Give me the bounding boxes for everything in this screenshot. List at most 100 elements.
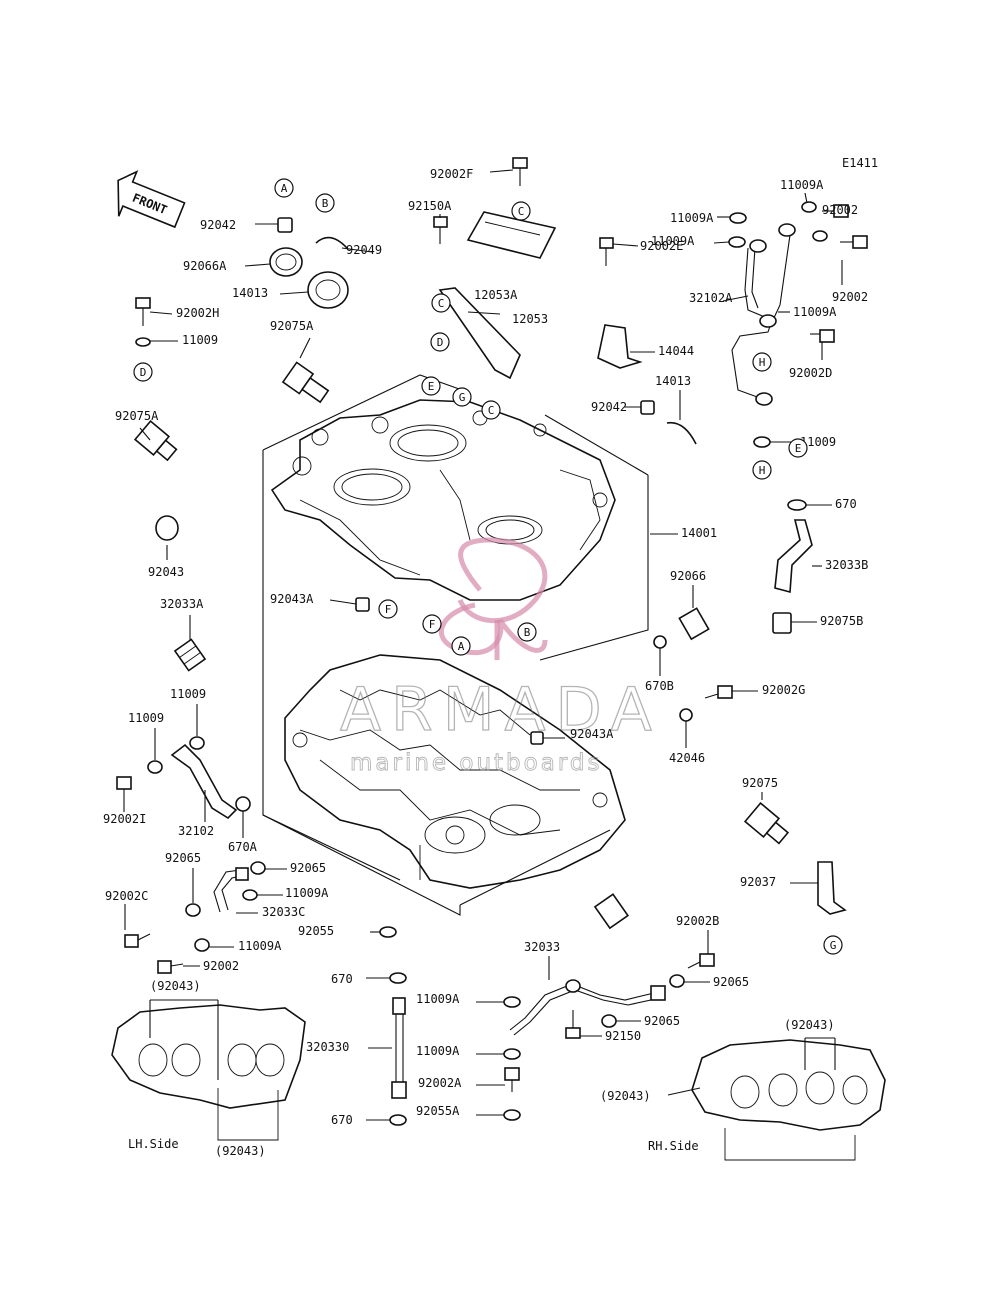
rh-side-view: [667, 1037, 886, 1161]
part-callout: 92075B: [820, 614, 863, 628]
reference-letter: B: [524, 626, 531, 639]
part-callout: 670A: [228, 840, 258, 854]
leader-lines: [123, 169, 843, 1121]
leader-line: [489, 169, 514, 173]
frame-lines: [262, 374, 649, 916]
part-callout: 92042: [200, 218, 236, 232]
part-callout: 32033C: [262, 905, 305, 919]
reference-letter: A: [281, 182, 288, 195]
reference-circle: [315, 193, 335, 213]
reference-letter: C: [518, 205, 525, 218]
part-callout: 92043A: [270, 592, 314, 606]
reference-marker: H: [752, 460, 772, 480]
part-callout: 32102A: [689, 291, 733, 305]
lower-crankcase: [284, 654, 626, 889]
part-callout: 92002: [822, 203, 858, 217]
reference-letter: H: [759, 464, 766, 477]
part-callout: 92002: [832, 290, 868, 304]
reference-circle: [430, 332, 450, 352]
part-callout: 92043: [148, 565, 184, 579]
reference-letter: G: [459, 391, 466, 404]
part-callout: 32033B: [825, 558, 868, 572]
part-callout: 92066A: [183, 259, 227, 273]
leader-line: [341, 247, 373, 253]
part-callout: 670: [835, 497, 857, 511]
part-callout: 92037: [740, 875, 776, 889]
part-callout: (92043): [600, 1089, 651, 1103]
reference-marker: A: [451, 636, 471, 656]
part-callout: 11009A: [416, 1044, 460, 1058]
part-callout: 12053: [512, 312, 548, 326]
reference-circle: [133, 362, 153, 382]
reference-marker: F: [378, 599, 398, 619]
part-callout: 92002I: [103, 812, 146, 826]
reference-letter: D: [437, 336, 444, 349]
part-callout: 92002G: [762, 683, 805, 697]
part-callout: 92002A: [418, 1076, 462, 1090]
part-callout: 92075A: [270, 319, 314, 333]
part-callout: 92065: [644, 1014, 680, 1028]
reference-circle: [451, 636, 471, 656]
leader-line: [149, 311, 173, 315]
parts: [116, 157, 868, 1126]
leader-line: [612, 243, 639, 247]
reference-letter: H: [759, 356, 766, 369]
part-callout: 14044: [658, 344, 694, 358]
reference-marker: E: [788, 438, 808, 458]
reference-marker: C: [431, 293, 451, 313]
reference-letter: G: [830, 939, 837, 952]
part-callout: 92002C: [105, 889, 148, 903]
part-callout: 670: [331, 972, 353, 986]
part-callout: 92002H: [176, 306, 219, 320]
part-callout: 11009: [800, 435, 836, 449]
part-callout: 92042: [591, 400, 627, 414]
part-callout: 92150A: [408, 199, 452, 213]
part-callout: 670B: [645, 679, 674, 693]
reference-letter: D: [140, 366, 147, 379]
leader-line: [713, 241, 730, 244]
part-callout: 11009A: [793, 305, 837, 319]
front-arrow-icon: FRONT: [117, 170, 186, 229]
callout-labels: 92002F92150A12053A120539204292066A140139…: [103, 167, 868, 1158]
part-callout: 32102: [178, 824, 214, 838]
reference-circle: [431, 293, 451, 313]
reference-circle: [511, 201, 531, 221]
reference-marker: C: [511, 201, 531, 221]
part-callout: (92043): [784, 1018, 835, 1032]
part-callout: 92002E: [640, 239, 683, 253]
reference-circle: [752, 460, 772, 480]
reference-circle: [788, 438, 808, 458]
watermark: ARMADA marine outboards: [339, 537, 662, 776]
part-callout: 11009A: [238, 939, 282, 953]
part-callout: 11009A: [670, 211, 714, 225]
rh-side-label: RH.Side: [648, 1139, 699, 1153]
watermark-brand: ARMADA: [340, 675, 662, 745]
reference-marker: D: [430, 332, 450, 352]
leader-line: [139, 427, 151, 441]
part-callout: 11009: [182, 333, 218, 347]
diagram-code: E1411: [842, 156, 878, 170]
part-callout: 92065: [713, 975, 749, 989]
part-callout: 92002B: [676, 914, 719, 928]
part-callout: 11009A: [651, 234, 695, 248]
part-callout: 11009A: [285, 886, 329, 900]
reference-marker: A: [274, 178, 294, 198]
part-callout: 11009A: [780, 178, 824, 192]
part-callout: 92049: [346, 243, 382, 257]
part-callout: 92002: [203, 959, 239, 973]
reference-marker: G: [823, 935, 843, 955]
reference-letter: C: [488, 404, 495, 417]
reference-marker: D: [133, 362, 153, 382]
reference-circle: [452, 387, 472, 407]
reference-circle: [274, 178, 294, 198]
reference-marker: C: [481, 400, 501, 420]
leader-line: [279, 291, 309, 295]
reference-circle: [752, 352, 772, 372]
part-callout: 14013: [232, 286, 268, 300]
reference-letter: A: [458, 640, 465, 653]
part-callout: 32033A: [160, 597, 204, 611]
part-callout: (92043): [150, 979, 201, 993]
part-callout: (92043): [215, 1144, 266, 1158]
